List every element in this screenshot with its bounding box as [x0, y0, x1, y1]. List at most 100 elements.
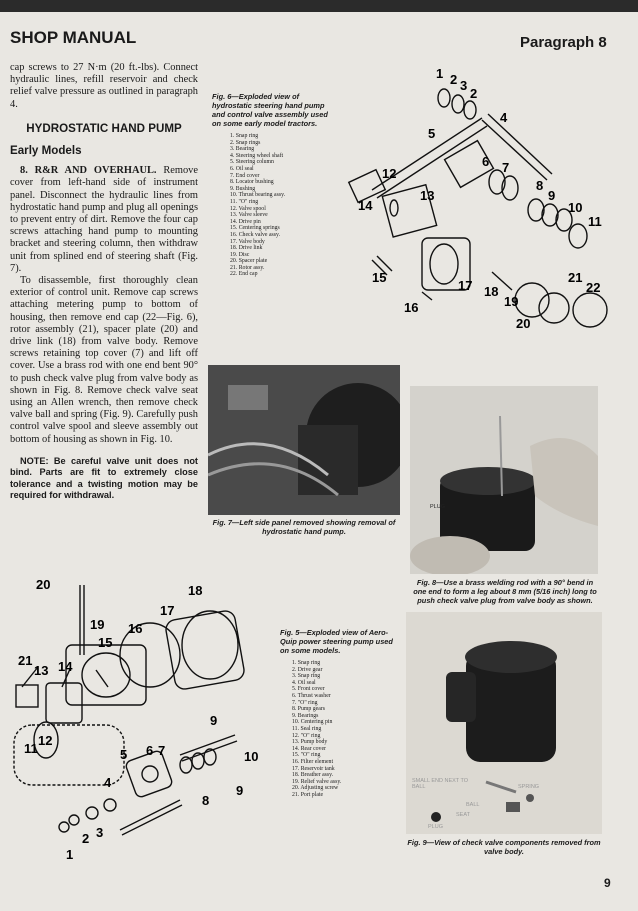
fig5-label: 8 — [202, 793, 209, 808]
fig6-label: 5 — [428, 126, 435, 141]
fig8-photo: PLUG — [410, 386, 598, 574]
parts-list-item: 21. Port plate — [292, 791, 324, 798]
fig5-label: 2 — [82, 831, 89, 846]
fig6-label: 9 — [548, 188, 555, 203]
parts-list-item: 14. Drive pin — [230, 218, 261, 225]
seat-label: SEAT — [456, 812, 470, 818]
text-column: cap screws to 27 N·m (20 ft.-lbs). Conne… — [10, 62, 198, 502]
paragraph-lead: 8. R&R AND OVERHAUL. — [20, 165, 157, 177]
parts-list-item: 4. Steering wheel shaft — [230, 152, 284, 159]
intro-paragraph: cap screws to 27 N·m (20 ft.-lbs). Conne… — [10, 62, 198, 110]
fig6-caption: Fig. 6—Exploded view of hydrostatic stee… — [212, 92, 328, 128]
paragraph-body: Remove cover from left-hand side of inst… — [10, 165, 198, 274]
fig8-photo-art — [410, 386, 598, 574]
fig9-photo: SMALL END NEXT TO BALL SPRING BALL SEAT … — [406, 612, 602, 834]
parts-list-item: 6. Thrust washer — [292, 692, 331, 699]
fig5-label: 6 — [146, 743, 153, 758]
fig6-label: 4 — [500, 110, 508, 125]
parts-list-item: 10. Centering pin — [292, 719, 333, 726]
parts-list-item: 5. Steering column — [230, 159, 274, 166]
fig5-label: 14 — [58, 659, 73, 674]
fig5-label: 11 — [24, 741, 38, 756]
parts-list-item: 11. Seal ring — [292, 725, 322, 732]
fig5-label: 3 — [96, 825, 103, 840]
parts-list-item: 17. Reservoir tank — [292, 765, 335, 772]
plug-label: PLUG — [430, 504, 445, 510]
fig5-exploded-drawing: 20 19 18 17 16 15 21 1 3 14 11 12 5 6 7 9… — [13, 577, 258, 862]
fig6-label: 6 — [482, 154, 489, 169]
fig6-label: 21 — [568, 270, 582, 285]
fig5-label: 4 — [104, 775, 112, 790]
fig6-label: 18 — [484, 284, 498, 299]
fig5-label: 9 — [236, 783, 243, 798]
fig6-label: 19 — [504, 294, 518, 309]
fig5-label: 21 — [18, 653, 32, 668]
fig5-label: 20 — [36, 577, 50, 592]
fig6-exploded-drawing: 1 2 3 2 4 5 6 7 8 9 10 11 12 13 14 15 16… — [347, 66, 608, 331]
fig5-label: 5 — [120, 747, 127, 762]
fig6-label: 2 — [450, 72, 457, 87]
fig5-label: 17 — [160, 603, 174, 618]
parts-list-item: 6. Oil seal — [230, 165, 254, 172]
fig5-label: 10 — [244, 749, 258, 764]
parts-list-item: 7. "O" ring — [292, 699, 318, 706]
fig5-label: 15 — [98, 635, 112, 650]
parts-list-item: 1. Snap ring — [292, 660, 321, 666]
section-title: HYDROSTATIC HAND PUMP — [26, 121, 182, 135]
fig5-label: 19 — [90, 617, 104, 632]
parts-list-item: 15. "O" ring — [292, 752, 321, 759]
fig5-label: 7 — [158, 743, 165, 758]
parts-list-item: 13. Pump body — [292, 739, 328, 746]
parts-list-item: 21. Rotor assy. — [230, 264, 265, 271]
fig9-photo-art — [406, 612, 602, 834]
fig6-label: 11 — [588, 214, 602, 229]
parts-list-item: 3. Snap ring — [292, 673, 321, 680]
small-end-label: SMALL END NEXT TO BALL — [412, 778, 469, 790]
fig5-label: 16 — [128, 621, 142, 636]
fig7-caption: Fig. 7—Left side panel removed showing r… — [212, 518, 396, 536]
fig6-label: 16 — [404, 300, 418, 315]
parts-list-item: 5. Front cover — [292, 686, 325, 693]
fig5-caption: Fig. 5—Exploded view of Aero-Quip power … — [280, 628, 393, 655]
fig6-label: 8 — [536, 178, 543, 193]
fig6-label: 12 — [382, 166, 396, 181]
parts-list-item: 14. Rear cover — [292, 745, 326, 752]
parts-list-item: 13. Valve sleeve — [230, 212, 268, 219]
fig6-label: 14 — [358, 198, 373, 213]
running-header-left: SHOP MANUAL — [10, 28, 137, 47]
parts-list-item: 17. Valve body — [230, 238, 265, 245]
parts-list-item: 4. Oil seal — [292, 679, 316, 686]
parts-list-item: 9. Bearings — [292, 712, 319, 719]
page-number: 9 — [604, 876, 611, 890]
parts-list-item: 19. Disc — [230, 251, 250, 258]
note: NOTE: Be careful valve unit does not bin… — [10, 455, 198, 501]
fig6-label: 22 — [586, 280, 600, 295]
fig6-label: 13 — [420, 188, 434, 203]
parts-list-item: 10. Thrust bearing assy. — [230, 192, 286, 199]
parts-list-item: 16. Check valve assy. — [230, 231, 281, 238]
fig6-label: 3 — [460, 78, 467, 93]
plug-label: PLUG — [428, 824, 443, 830]
parts-list-item: 20. Adjusting screw — [292, 785, 339, 792]
paragraph-8: 8. R&R AND OVERHAUL. Remove cover from l… — [10, 165, 198, 275]
fig7-photo-art — [208, 365, 400, 515]
fig5-caption-block: Fig. 5—Exploded view of Aero-Quip power … — [280, 628, 398, 798]
parts-list-item: 2. Snap rings — [230, 139, 261, 146]
parts-list-item: 8. Pump gears — [292, 706, 326, 713]
fig6-label: 1 — [436, 66, 443, 81]
parts-list-item: 12. Valve spool — [230, 205, 266, 212]
fig5-label: 9 — [210, 713, 217, 728]
parts-list-item: 22. End cap — [230, 271, 258, 278]
ball-label: BALL — [466, 802, 480, 808]
parts-list-item: 3. Bearing — [230, 146, 255, 153]
fig5-label: 18 — [188, 583, 202, 598]
parts-list-item: 11. "O" ring — [230, 198, 259, 205]
fig5-label: 12 — [38, 733, 52, 748]
spring-label: SPRING — [518, 784, 540, 790]
running-header-right: Paragraph 8 — [520, 34, 607, 51]
fig6-label: 10 — [568, 200, 582, 215]
fig5-label: 1 — [66, 847, 73, 862]
parts-list-item: 2. Drive gear — [292, 666, 323, 673]
